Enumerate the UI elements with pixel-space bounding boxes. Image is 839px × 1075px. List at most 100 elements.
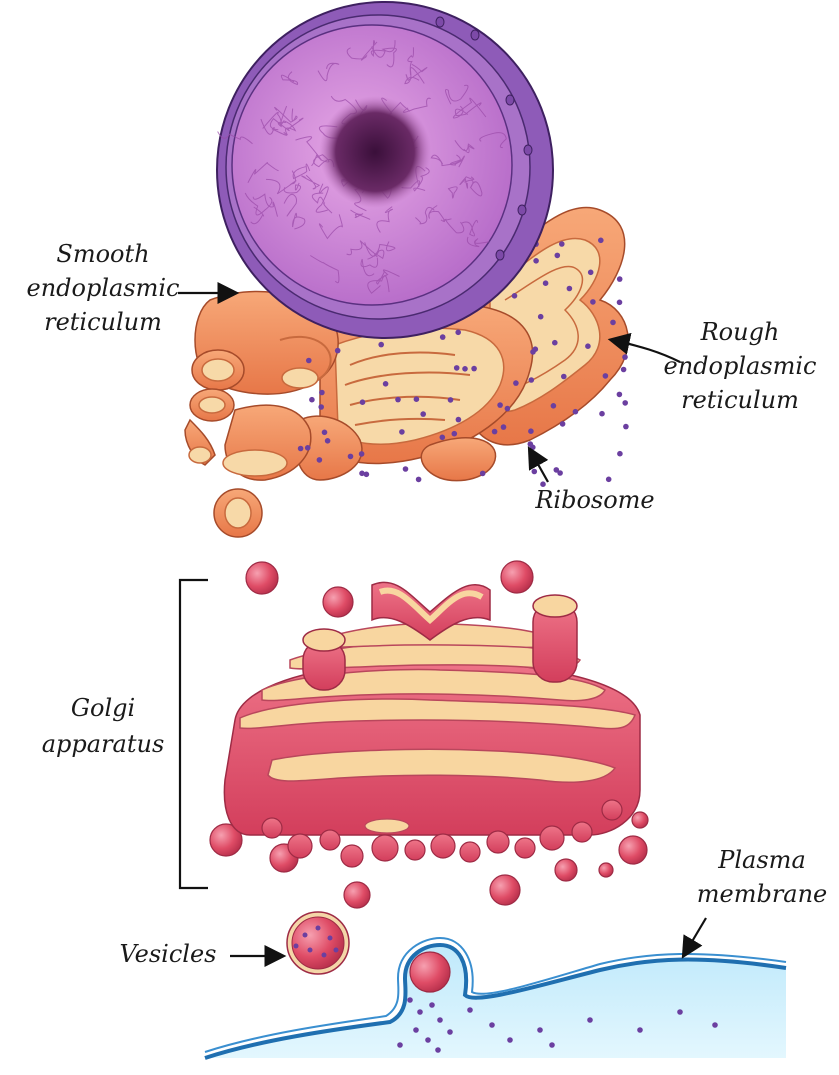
plasma-membrane: [204, 936, 787, 1060]
golgi-tubes: [302, 594, 578, 691]
ribosome-dot: [378, 341, 385, 348]
chromatin-strand: [464, 179, 483, 197]
ribosome-dot: [622, 354, 628, 360]
ribosome-dot: [462, 366, 468, 372]
chromatin-strand: [346, 240, 375, 256]
chromatin-strand: [318, 214, 343, 240]
golgi-buds: [261, 799, 623, 868]
golgi-cisternae: [239, 622, 636, 784]
chromatin-strand: [405, 63, 428, 82]
ribosome-dot: [528, 428, 534, 435]
ribosome-dot: [552, 339, 558, 346]
secreted-protein-dot: [537, 1027, 543, 1033]
chromatin-strand: [407, 47, 414, 76]
label-smooth-er-line2: endoplasmic: [26, 274, 179, 302]
ribosome-dot: [451, 430, 458, 437]
chromatin-strand: [279, 105, 297, 136]
ribosome-dot: [531, 468, 538, 475]
golgi-bracket: [178, 578, 208, 890]
label-rough-er: Rough endoplasmic reticulum: [607, 318, 817, 414]
secreted-protein-dot: [712, 1022, 718, 1028]
ribosome-dot: [616, 276, 623, 282]
chromatin-strand: [360, 257, 379, 277]
ribosome-dot: [511, 293, 518, 299]
secreted-protein-dot: [429, 1002, 435, 1008]
ribosome-dot: [455, 329, 462, 336]
chromatin-strand: [283, 182, 302, 194]
golgi-apparatus: [178, 560, 649, 909]
arrow-ribosome: [527, 446, 549, 483]
chromatin-strand: [367, 275, 390, 294]
label-smooth-er-line1: Smooth: [56, 240, 149, 268]
secreted-protein-dot: [435, 1047, 441, 1053]
label-plasma-membrane-line2: membrane: [697, 880, 828, 908]
smooth-er-tubules: [184, 290, 339, 538]
ribosome-dot: [527, 441, 534, 447]
secreted-protein-dot: [425, 1037, 431, 1043]
ribosome-dot: [617, 450, 623, 457]
chromatin-strand: [217, 131, 253, 145]
chromatin-strand: [461, 219, 479, 237]
ribosome-dot: [559, 421, 566, 427]
ribosome-dot: [590, 299, 596, 305]
secreted-protein-dot: [417, 1009, 423, 1015]
secreted-protein-dot: [587, 1017, 593, 1023]
nucleus: [216, 1, 554, 339]
chromatin-strand: [415, 206, 435, 225]
ribosome-dot: [623, 423, 629, 430]
ribosome-dot: [572, 408, 579, 415]
label-rough-er-line2: endoplasmic: [663, 352, 816, 380]
label-golgi-line2: apparatus: [42, 730, 165, 758]
chromatin-strand: [274, 107, 298, 123]
chromatin-strand: [376, 206, 394, 233]
secreted-protein-dot: [489, 1022, 495, 1028]
secreted-protein-dot: [637, 1027, 643, 1033]
ribosome-dot: [537, 313, 544, 320]
transport-vesicle: [286, 911, 350, 975]
secreted-proteins: [397, 997, 718, 1053]
label-plasma-membrane-line1: Plasma: [717, 846, 806, 874]
ribosome-dot: [415, 476, 422, 483]
ribosome-dot: [561, 373, 567, 380]
chromatin-strand: [283, 193, 298, 217]
secreted-protein-dot: [549, 1042, 555, 1048]
ribosome-dot: [540, 481, 546, 488]
chromatin-strand: [310, 255, 340, 284]
label-rough-er-line3: reticulum: [681, 386, 799, 414]
ribosome-dot: [306, 357, 312, 364]
label-rough-er-line1: Rough: [700, 318, 780, 346]
chromatin-strand: [430, 154, 461, 167]
label-vesicles-text: Vesicles: [120, 940, 217, 968]
chromatin-strand: [262, 111, 286, 129]
chromatin-strand: [452, 97, 487, 119]
label-smooth-er: Smooth endoplasmic reticulum: [26, 240, 240, 336]
ribosome-dot: [602, 373, 609, 379]
chromatin-strand: [292, 212, 306, 230]
ribosome-dot: [439, 434, 446, 441]
ribosome-dot: [316, 457, 323, 463]
ribosome-dot: [453, 365, 460, 371]
chromatin-strand: [244, 192, 273, 216]
label-vesicles: Vesicles: [120, 940, 287, 968]
ribosome-dot: [497, 402, 503, 408]
nuclear-pores: [435, 16, 533, 261]
secreted-protein-dot: [437, 1017, 443, 1023]
ribosome-dot: [420, 411, 427, 417]
chromatin-strand: [317, 62, 340, 82]
ribosome-dot: [542, 280, 549, 287]
ribosome-dot: [557, 470, 563, 476]
chromatin-strand: [260, 118, 288, 136]
ribosome-dot: [587, 269, 594, 276]
arrow-plasma-membrane: [681, 917, 707, 959]
ribosome-dot: [513, 380, 519, 386]
ribosome-dot: [599, 410, 605, 417]
secreted-protein-dot: [397, 1042, 403, 1048]
ribosome-dot: [363, 471, 370, 478]
ribosome-dot: [318, 404, 325, 410]
ribosome-dot: [399, 429, 405, 435]
ribosome-dot: [359, 399, 366, 406]
chromatin-strand: [370, 40, 386, 58]
ribosome-dot: [309, 396, 315, 403]
label-ribosome: Ribosome: [527, 446, 655, 514]
